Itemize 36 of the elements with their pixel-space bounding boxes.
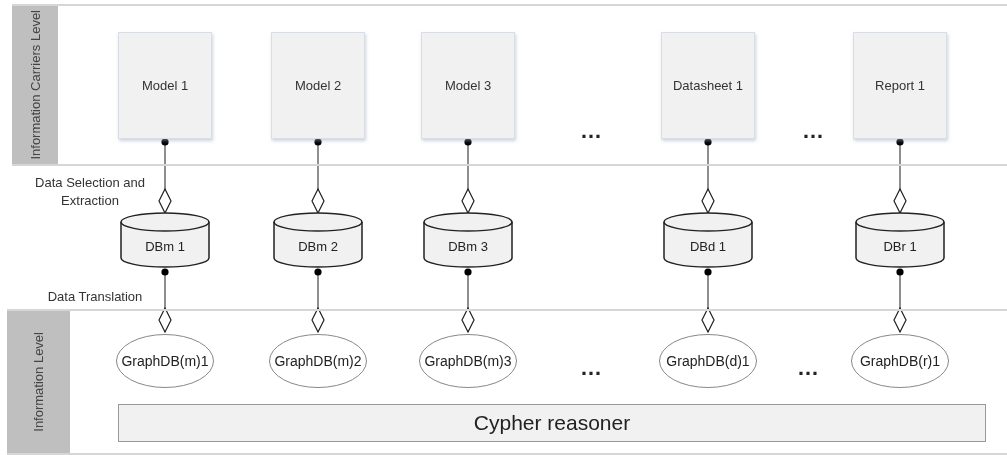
reasoner-bar: Cypher reasoner (118, 404, 986, 442)
database-cylinder: DBr 1 (855, 213, 945, 267)
edge-caption: Data Selection and Extraction (34, 174, 146, 210)
connector (893, 138, 907, 214)
ellipsis-mark: … (797, 355, 819, 381)
graph-ellipse: GraphDB(m)3 (419, 334, 517, 388)
connector (158, 138, 172, 214)
document-box: Model 2 (271, 32, 365, 139)
graph-ellipse: GraphDB(m)1 (116, 334, 214, 388)
connector (701, 268, 715, 333)
database-cylinder: DBm 1 (120, 213, 210, 267)
connector (701, 138, 715, 214)
connector (893, 268, 907, 333)
level-title: Information Carriers Level (27, 10, 43, 160)
level-band (7, 309, 1007, 455)
connector (461, 268, 475, 333)
graph-ellipse: GraphDB(m)2 (269, 334, 367, 388)
database-cylinder: DBm 3 (423, 213, 513, 267)
connector (311, 268, 325, 333)
level-title: Information Level (31, 332, 46, 432)
connector (311, 138, 325, 214)
document-box: Datasheet 1 (661, 32, 755, 139)
document-box: Model 1 (118, 32, 212, 139)
graph-ellipse: GraphDB(r)1 (851, 334, 949, 388)
ellipsis-mark: … (580, 355, 602, 381)
database-cylinder: DBd 1 (663, 213, 753, 267)
ellipsis-mark: … (802, 118, 824, 144)
level-band (12, 4, 1007, 166)
graph-ellipse: GraphDB(d)1 (659, 334, 757, 388)
database-cylinder: DBm 2 (273, 213, 363, 267)
connector (461, 138, 475, 214)
document-box: Model 3 (421, 32, 515, 139)
document-box: Report 1 (853, 32, 947, 139)
connector (158, 268, 172, 333)
edge-caption: Data Translation (46, 288, 144, 306)
ellipsis-mark: … (580, 118, 602, 144)
